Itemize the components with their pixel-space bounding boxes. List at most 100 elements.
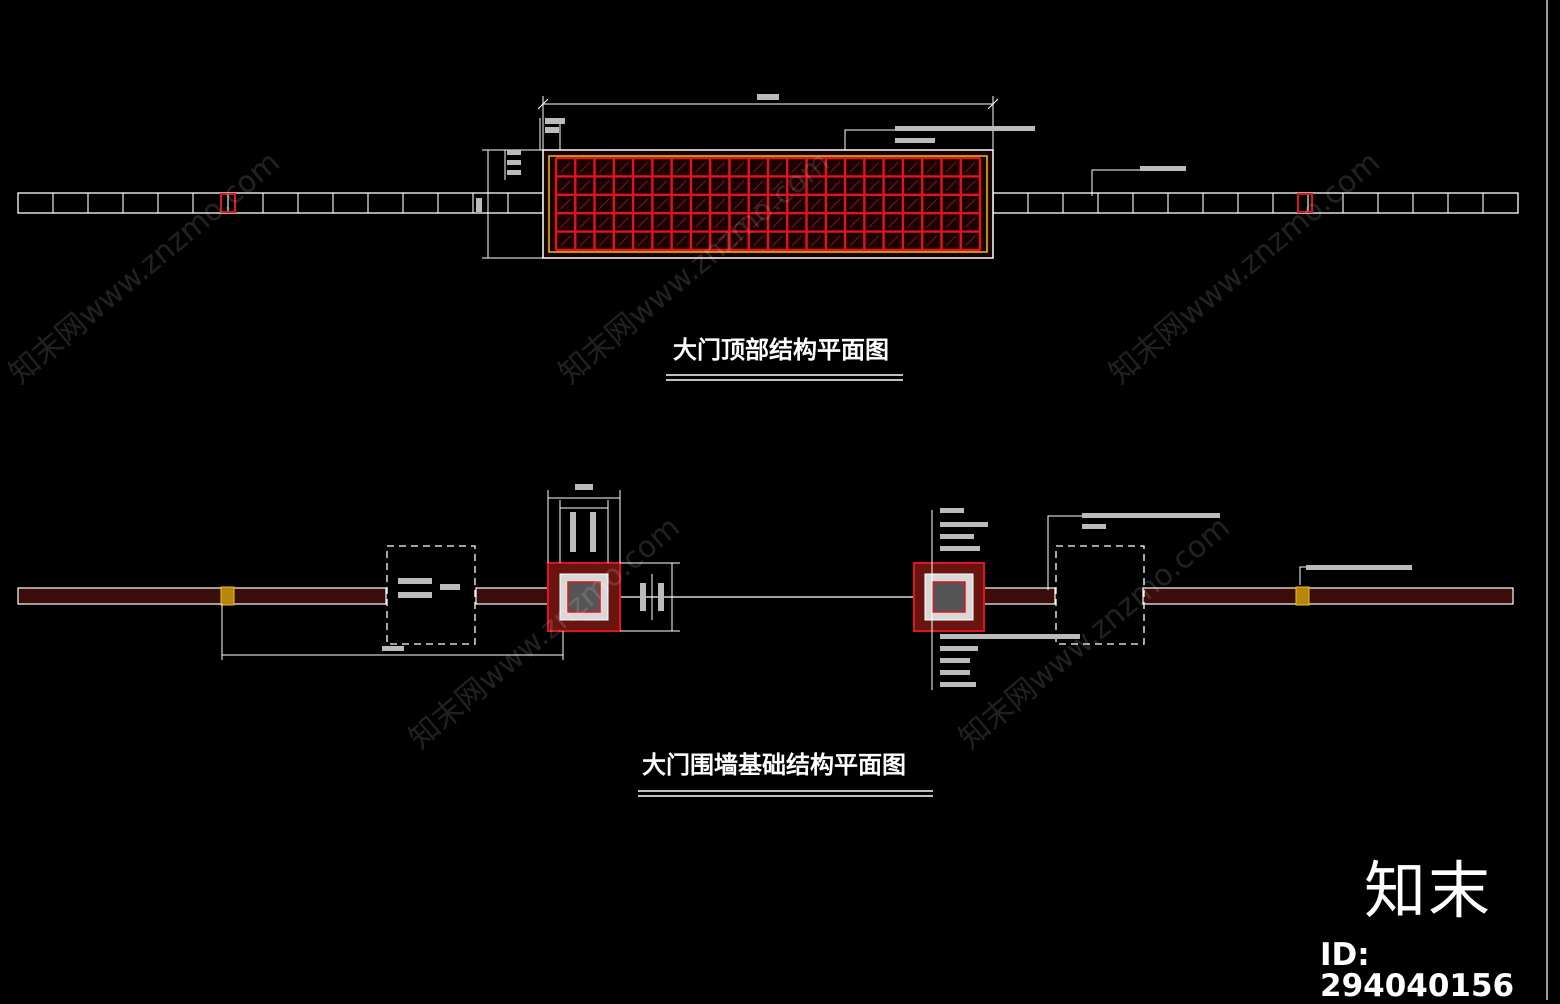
hatch-mark [849, 161, 861, 173]
hatch-mark [656, 180, 668, 191]
hatch-mark [965, 217, 976, 228]
hatch-mark [887, 198, 899, 210]
hatch-mark [907, 180, 918, 191]
hatch-mark [887, 235, 899, 247]
hatch-mark [791, 198, 803, 210]
hatch-mark [753, 235, 764, 247]
hatch-mark [887, 217, 899, 228]
hatch-mark [945, 217, 957, 228]
hatch-mark [945, 180, 957, 191]
hatch-mark [849, 198, 861, 210]
hatch-mark [560, 180, 571, 191]
hatch-mark [656, 198, 668, 210]
hatch-mark [887, 161, 899, 173]
hatch-mark [830, 217, 841, 228]
hatch-mark [791, 180, 803, 191]
hatch-mark [579, 235, 591, 247]
hatch-mark [945, 161, 957, 173]
hatch-mark [907, 198, 918, 210]
hatch-mark [637, 235, 649, 247]
foundation-right-pier-marker [1295, 586, 1310, 606]
hatch-mark [868, 235, 880, 247]
hatch-mark [618, 180, 629, 191]
hatch-mark [695, 217, 706, 228]
hatch-mark [618, 198, 629, 210]
hatch-mark [675, 161, 687, 173]
hatch-mark [637, 217, 649, 228]
hatch-mark [868, 217, 880, 228]
hatch-mark [579, 161, 591, 173]
hatch-mark [772, 217, 783, 228]
hatch-mark [598, 180, 610, 191]
left-column-footing [547, 562, 621, 632]
hatch-mark [733, 235, 745, 247]
top-wall-left-marker [220, 193, 236, 213]
hatch-mark [618, 217, 629, 228]
hatch-mark [907, 161, 918, 173]
hatch-mark [849, 180, 861, 191]
hatch-mark [772, 198, 783, 210]
hatch-mark [714, 161, 726, 173]
hatch-mark [868, 180, 880, 191]
hatch-mark [733, 198, 745, 210]
roof-slab-rebar-grid [554, 156, 982, 252]
hatch-mark [637, 198, 649, 210]
foundation-plan-title: 大门围墙基础结构平面图 [642, 750, 906, 779]
hatch-mark [753, 161, 764, 173]
hatch-mark [637, 161, 649, 173]
foundation-dashed-zone-left [386, 545, 476, 645]
hatch-mark [695, 235, 706, 247]
hatch-mark [579, 198, 591, 210]
hatch-mark [560, 217, 571, 228]
hatch-mark [887, 180, 899, 191]
hatch-mark [675, 217, 687, 228]
hatch-mark [926, 235, 938, 247]
hatch-mark [598, 217, 610, 228]
hatch-mark [791, 235, 803, 247]
hatch-mark [926, 180, 938, 191]
hatch-mark [579, 217, 591, 228]
hatch-mark [598, 235, 610, 247]
hatch-mark [830, 235, 841, 247]
roof-annotation-leaders [844, 126, 1186, 196]
hatch-mark [733, 180, 745, 191]
top-plan: 大门顶部结构平面图 [17, 94, 1519, 381]
hatch-mark [560, 198, 571, 210]
right-footing-callouts [931, 508, 1412, 690]
foundation-dashed-zone-right [1055, 545, 1145, 645]
hatch-mark [618, 235, 629, 247]
hatch-mark [560, 235, 571, 247]
hatch-mark [656, 235, 668, 247]
hatch-mark [926, 198, 938, 210]
hatch-mark [926, 217, 938, 228]
hatch-mark [907, 217, 918, 228]
hatch-mark [675, 235, 687, 247]
hatch-mark [830, 180, 841, 191]
image-id-label: ID: 294040156 [1320, 937, 1515, 1004]
hatch-mark [733, 161, 745, 173]
foundation-wall-left-inner [475, 587, 549, 605]
hatch-mark [965, 180, 976, 191]
hatch-mark [810, 198, 822, 210]
hatch-mark [907, 235, 918, 247]
hatch-mark [675, 198, 687, 210]
hatch-mark [733, 217, 745, 228]
top-plan-title: 大门顶部结构平面图 [673, 335, 889, 364]
hatch-mark [598, 198, 610, 210]
hatch-mark [675, 180, 687, 191]
hatch-mark [753, 180, 764, 191]
roof-width-dimension [537, 94, 999, 150]
hatch-mark [868, 198, 880, 210]
hatch-mark [791, 161, 803, 173]
brand-logo: 知末 [1364, 854, 1493, 927]
foundation-plan: 大门围墙基础结构平面图 [17, 484, 1514, 797]
hatch-mark [714, 217, 726, 228]
hatch-mark [810, 217, 822, 228]
hatch-mark [965, 198, 976, 210]
hatch-mark [714, 180, 726, 191]
hatch-mark [830, 161, 841, 173]
hatch-mark [637, 180, 649, 191]
hatch-mark [868, 161, 880, 173]
hatch-mark [714, 235, 726, 247]
left-footing-dimensions [221, 484, 680, 660]
